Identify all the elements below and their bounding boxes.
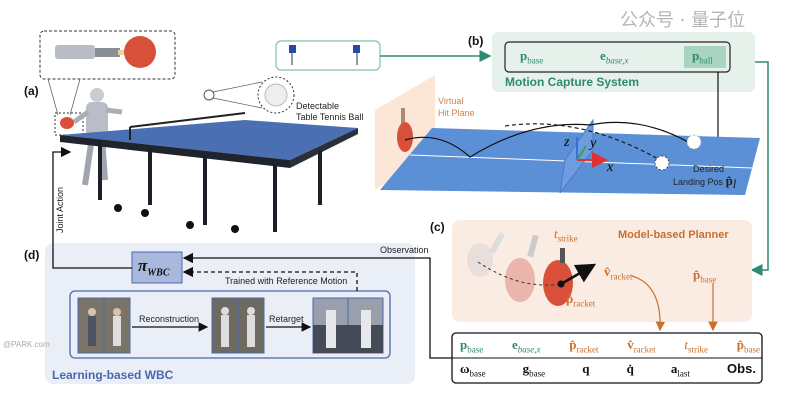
retarget-label: Retarget — [269, 314, 304, 324]
observation-label: Observation — [380, 245, 429, 255]
landing-ball — [654, 155, 670, 171]
v-racket-label: v̂racket — [604, 264, 633, 282]
ball-zoom-inset — [203, 76, 295, 114]
obs-row-2: ωbase gbase q q̇ alast Obs. — [460, 361, 756, 379]
racket-swing-illustration — [467, 231, 597, 306]
ball-trajectory — [404, 121, 691, 158]
ball-caption: Detectable Table Tennis Ball — [296, 101, 363, 123]
robot-hand-zoom-inset — [39, 30, 176, 136]
wbc-title: Learning-based WBC — [52, 368, 174, 382]
obs-q-dot: q̇ — [626, 361, 634, 376]
obs-v-racket: v̂racket — [627, 337, 656, 355]
reference-motion-arrow — [182, 266, 358, 291]
hit-plane-line2: Hit Plane — [438, 108, 475, 118]
mocap-variables-box — [504, 41, 731, 73]
x-axis-label: x — [607, 160, 614, 175]
obs-label: Obs. — [727, 361, 756, 376]
z-axis-label: z — [564, 135, 570, 150]
mocap-title: Motion Capture System — [505, 75, 640, 89]
var-p-ball: pball — [692, 48, 713, 66]
mocap-to-planner-arrow — [750, 61, 769, 276]
trained-label: Trained with Reference Motion — [225, 276, 348, 286]
human-video-frames — [77, 297, 131, 354]
var-p-base: pbase — [520, 48, 544, 66]
obs-omega-base: ωbase — [460, 361, 486, 379]
obs-p-base-hat: p̂base — [736, 337, 760, 355]
watermark-left: @PARK.com — [3, 340, 50, 349]
panel-a-label: (a) — [24, 84, 39, 98]
obs-t-strike: tstrike — [684, 337, 709, 355]
motion-capture-cameras — [275, 40, 492, 71]
panel-d-label: (d) — [24, 248, 40, 262]
motion-pipeline-box — [69, 290, 391, 359]
retargeted-robot-frames — [312, 297, 384, 354]
obs-row-1: pbase ebase,x p̂racket v̂racket tstrike … — [460, 337, 760, 355]
ball-caption-line2: Table Tennis Ball — [296, 112, 364, 122]
ping-pong-table — [60, 112, 358, 233]
obs-p-racket: p̂racket — [569, 337, 599, 355]
p-ball-highlight — [684, 46, 726, 68]
landing-label: Desired Landing Pos p̂l — [673, 164, 737, 191]
hit-plane-line1: Virtual — [438, 96, 464, 106]
watermark-right: 公众号 · 量子位 — [620, 10, 746, 31]
var-e-base-x: ebase,x — [600, 48, 629, 66]
hit-plane-label: Virtual Hit Plane — [438, 95, 475, 119]
planner-title: Model-based Planner — [618, 229, 729, 241]
policy-label: πWBC — [138, 256, 170, 279]
observation-arrow — [182, 252, 452, 359]
joint-action-arrow — [52, 146, 132, 269]
planned-trajectory — [504, 123, 661, 161]
obs-p-base: pbase — [460, 337, 484, 355]
t-strike-label: tstrike — [554, 226, 578, 244]
obs-g-base: gbase — [522, 361, 546, 379]
v-racket-arrow — [631, 275, 666, 332]
landing-line2: Landing Pos p̂l — [673, 173, 737, 191]
joint-action-label: Joint Action — [55, 186, 65, 234]
y-axis-label: y — [590, 136, 597, 151]
p-racket-label: p̂racket — [566, 291, 596, 309]
incoming-ball — [686, 134, 702, 150]
panel-b-label: (b) — [468, 34, 484, 48]
y-axis — [576, 145, 587, 161]
reconstruction-label: Reconstruction — [139, 314, 200, 324]
obs-e-base-x: ebase,x — [511, 337, 541, 355]
p-base-label: p̂base — [693, 267, 717, 285]
panel-c-label: (c) — [430, 220, 445, 234]
obs-q: q — [582, 361, 590, 376]
obs-a-last: alast — [670, 361, 690, 379]
ball-caption-line1: Detectable — [296, 101, 340, 111]
reconstruction-frames — [211, 297, 265, 354]
landing-line1: Desired — [693, 164, 725, 174]
paddle-b — [397, 108, 413, 152]
